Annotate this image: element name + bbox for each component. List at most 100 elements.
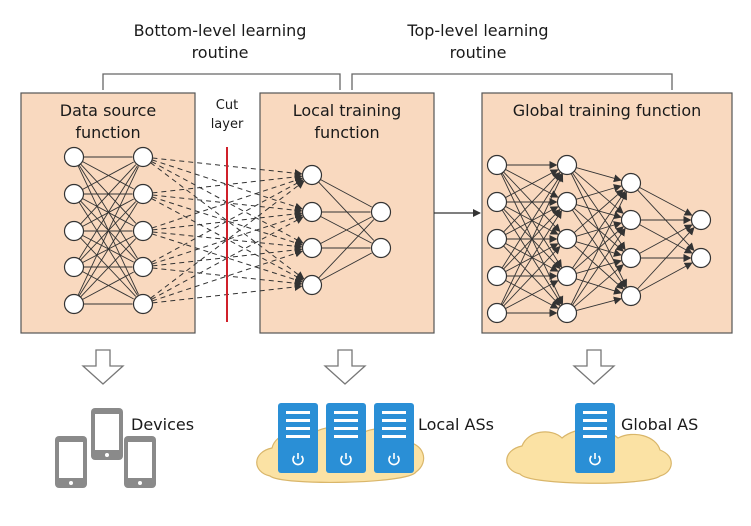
network-connection [576,296,622,312]
network-connection [78,202,138,297]
network-connection [80,238,137,298]
network-node [556,228,578,250]
network-node [132,256,154,278]
devices-label: Devices [131,415,194,434]
server-icon [575,403,615,473]
network-node [556,191,578,213]
cut-layer-label-line2: layer [211,117,244,132]
network-connection [320,179,372,208]
bottom-routine-label-line1: Bottom-level learning [134,21,307,40]
network-connection [505,280,559,309]
network-node [301,237,323,259]
network-node [620,209,642,231]
network-node [486,302,508,324]
network-connection [78,164,138,259]
global-training-title: Global training function [513,101,702,120]
network-node [620,247,642,269]
local-training-panel [259,92,435,334]
server-icon [374,403,414,473]
network-node [486,265,508,287]
local-training-title-line2: function [314,123,379,142]
network-connection [318,219,375,279]
network-node [132,293,154,315]
power-icon [388,453,400,466]
network-connection [639,224,693,254]
server-icon [278,403,318,473]
cut-layer-connection [151,216,304,300]
global-as-label: Global AS [621,415,698,434]
network-node [301,164,323,186]
network-node [690,247,712,269]
top-routine-label-line2: routine [450,43,507,62]
power-icon [292,453,304,466]
server-icon [326,403,366,473]
data-source-title-line2: function [75,123,140,142]
hollow-down-arrow-icon [572,349,616,385]
cut-layer-connection [151,179,304,263]
network-connection [503,171,561,233]
data-source-title-line1: Data source [60,101,156,120]
network-node [486,191,508,213]
cut-layer-label-line1: Cut [216,98,238,113]
network-connection [639,262,693,292]
bottom-routine-bracket [102,73,341,90]
hollow-down-arrow-icon [81,349,125,385]
network-node [132,220,154,242]
network-connection [320,216,372,244]
network-nodes [63,146,712,324]
network-node [63,183,85,205]
network-node [301,274,323,296]
network-node [132,146,154,168]
network-node [556,154,578,176]
network-node [63,146,85,168]
hollow-down-arrow-icon [323,349,367,385]
network-node [63,256,85,278]
network-node [556,265,578,287]
network-node [486,228,508,250]
devices-icon-group [55,408,156,488]
network-node [132,183,154,205]
network-connection [501,210,562,306]
tablet-icon [55,436,87,488]
network-connection [318,181,375,241]
network-node [690,209,712,231]
tablet-icon [124,436,156,488]
network-node [620,285,642,307]
network-connection [505,169,559,198]
network-connection [80,164,137,225]
servers-group [278,403,615,473]
network-connection [320,252,372,281]
network-node [486,154,508,176]
network-node [301,201,323,223]
network-node [370,237,392,259]
network-connection [575,167,622,183]
network-connection [575,184,622,200]
network-connection [637,226,695,290]
network-connection [503,245,561,307]
network-connection [82,271,134,300]
network-connection [573,264,624,308]
network-node [620,172,642,194]
network-node [63,220,85,242]
network-connection [77,166,139,296]
network-connection [573,189,624,234]
network-connection [501,173,562,269]
network-node [556,302,578,324]
local-as-label: Local ASs [418,415,494,434]
network-connection [78,165,138,260]
top-routine-bracket [351,73,673,90]
network-connection [639,187,693,216]
network-connection [572,227,626,306]
tablet-icon [91,408,123,460]
top-routine-label-line1: Top-level learning [406,21,548,40]
bottom-routine-label-line2: routine [192,43,249,62]
local-training-title-line1: Local training [293,101,402,120]
network-node [370,201,392,223]
network-connection [500,173,564,305]
power-icon [340,453,352,466]
network-node [63,293,85,315]
network-connection [82,161,134,190]
network-connection [572,190,626,269]
power-icon [589,453,601,466]
